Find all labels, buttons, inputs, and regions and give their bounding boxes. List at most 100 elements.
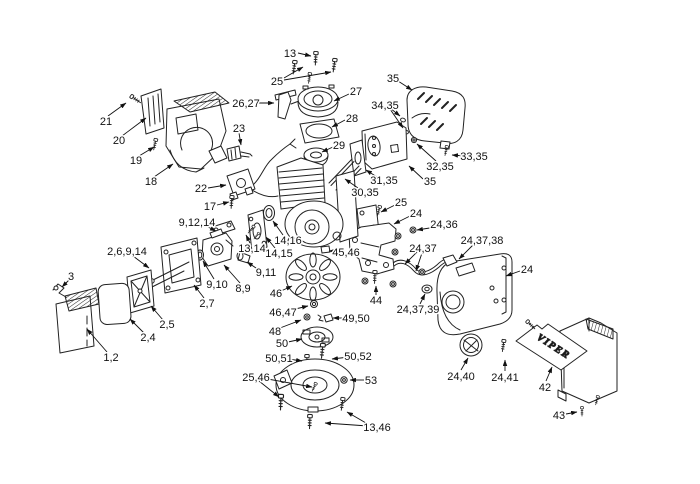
callout-2-7: 2,7 xyxy=(193,284,216,312)
callout-text: 14,16 xyxy=(274,235,302,247)
callout-text: 25 xyxy=(395,197,407,209)
callout-26-27: 26,27 xyxy=(231,97,275,112)
callout-text: 24,40 xyxy=(447,371,475,383)
callout-text: 22 xyxy=(195,183,207,195)
callout-text: 2,5 xyxy=(159,319,174,331)
callout-9-10: 9,10 xyxy=(202,260,229,293)
callout-9-11: 9,11 xyxy=(246,261,278,281)
callout-24-40: 24,40 xyxy=(446,357,476,385)
leader-line xyxy=(380,204,396,213)
callout-24-37-39: 24,37,39 xyxy=(395,293,441,318)
filter-screen xyxy=(126,269,155,314)
callout-text: 13 xyxy=(284,48,296,60)
leader-line xyxy=(272,220,284,236)
callout-20: 20 xyxy=(111,117,147,149)
leader-line xyxy=(283,70,332,81)
callout-text: 9,12,14 xyxy=(179,217,216,229)
leader-line xyxy=(297,52,312,57)
leader-line xyxy=(333,93,350,102)
leader-line xyxy=(545,366,553,382)
leader-line xyxy=(258,380,280,398)
callout-text: 34,35 xyxy=(371,100,399,112)
callout-49-50: 49,50 xyxy=(332,312,371,327)
intake-plate xyxy=(247,209,268,253)
callout-text: 17 xyxy=(204,201,216,213)
callout-text: 35 xyxy=(424,176,436,188)
callout-29: 29 xyxy=(321,139,347,154)
muffler-cover xyxy=(406,86,466,157)
callout-text: 24 xyxy=(410,208,422,220)
leader-line xyxy=(280,285,293,292)
callout-17: 17 xyxy=(202,200,230,215)
callout-text: 32,35 xyxy=(426,161,454,173)
leader-line xyxy=(283,66,304,79)
screw-19 xyxy=(151,137,159,151)
callout-18: 18 xyxy=(143,163,174,190)
screw-44 xyxy=(372,269,378,284)
leader-line xyxy=(261,377,313,389)
callout-labels: 132526,272728293534,3532,3533,353531,353… xyxy=(61,47,578,436)
starter-handle xyxy=(274,89,300,120)
callout-50: 50 xyxy=(274,337,303,352)
starter-gasket xyxy=(299,118,340,144)
leader-line xyxy=(153,163,174,178)
leader-line xyxy=(132,255,150,269)
leader-line xyxy=(404,251,418,265)
flywheel-nut xyxy=(310,300,318,308)
callout-33-35: 33,35 xyxy=(451,150,489,165)
callout-28: 28 xyxy=(331,112,360,128)
leader-line xyxy=(237,132,243,146)
callout-text: 20 xyxy=(113,135,125,147)
leader-line xyxy=(408,165,424,180)
callout-45-46: 45,46 xyxy=(328,246,361,261)
leader-line xyxy=(397,80,413,91)
leader-line xyxy=(416,226,437,232)
callout-text: 24,37,38 xyxy=(461,235,504,247)
callout-text: 45,46 xyxy=(332,247,360,259)
callout-14-16: 14,16 xyxy=(272,220,303,249)
callout-text: 21 xyxy=(100,116,112,128)
callout-27: 27 xyxy=(333,85,364,102)
callout-14-15: 14,15 xyxy=(264,236,294,262)
callout-text: 2,6,9,14 xyxy=(107,246,147,258)
leader-line xyxy=(389,107,401,117)
callout-34-35: 34,35 xyxy=(370,99,404,129)
leader-line xyxy=(389,108,404,129)
leader-line xyxy=(287,338,303,343)
callout-2-6-9-14: 2,6,9,14 xyxy=(106,245,150,269)
callout-21: 21 xyxy=(98,102,127,130)
leader-line xyxy=(216,201,230,206)
screw-13-46a xyxy=(306,413,313,430)
callout-22: 22 xyxy=(193,182,227,197)
leader-line xyxy=(86,328,108,353)
leader-line xyxy=(61,279,70,288)
callout-text: 46 xyxy=(270,288,282,300)
engine-cylinder-assembly xyxy=(276,157,359,248)
callout-text: 46,47 xyxy=(269,307,297,319)
leader-line xyxy=(193,284,205,299)
flywheel xyxy=(285,252,341,302)
screw-25c xyxy=(306,71,313,84)
callout-13: 13 xyxy=(282,47,312,62)
callout-9-12-14: 9,12,14 xyxy=(177,216,217,232)
leader-line xyxy=(565,410,578,416)
leader-line xyxy=(150,305,164,321)
callout-text: 1,2 xyxy=(103,352,118,364)
callout-text: 26,27 xyxy=(232,98,260,110)
callout-35: 35 xyxy=(385,72,413,91)
callout-2-5: 2,5 xyxy=(150,305,176,333)
callout-text: 30,35 xyxy=(351,187,379,199)
callout-1-2: 1,2 xyxy=(86,328,120,366)
leader-line xyxy=(279,319,302,329)
callout-53: 53 xyxy=(349,374,379,389)
callout-text: 24,37 xyxy=(409,243,437,255)
decal-screw xyxy=(524,318,537,331)
leader-line xyxy=(460,357,469,371)
pawl-spring xyxy=(317,313,334,323)
screw-21 xyxy=(129,93,143,105)
callout-text: 49,50 xyxy=(342,313,370,325)
screw-24-41 xyxy=(499,338,507,353)
filter-cover xyxy=(55,287,100,354)
